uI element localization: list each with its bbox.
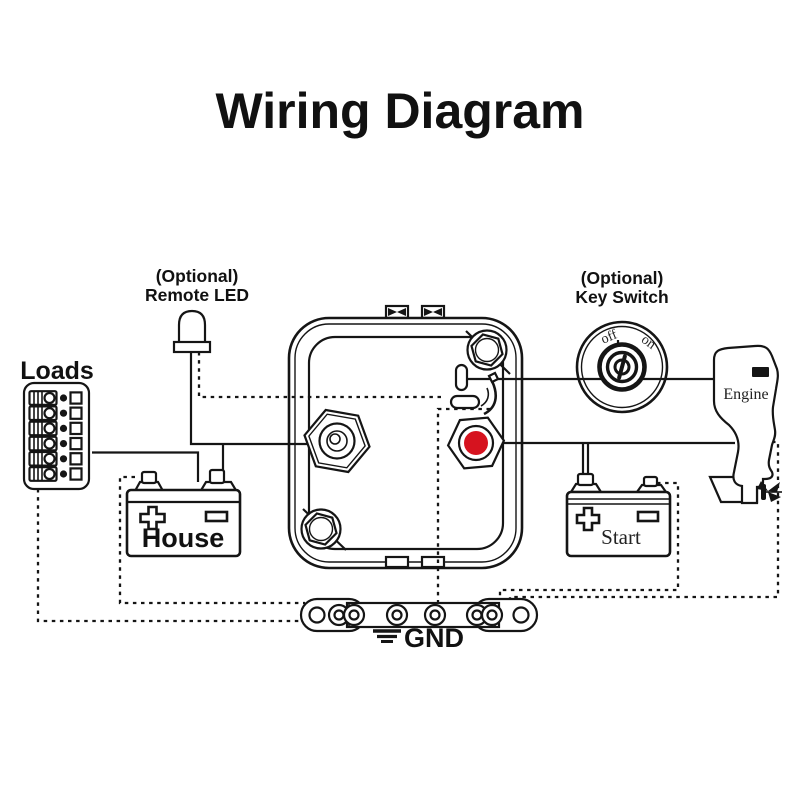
- mount-hole: [512, 606, 530, 624]
- key-switch-label: Key Switch: [575, 287, 668, 307]
- remote-led-label-optional: (Optional): [156, 266, 239, 286]
- engine-body: [712, 344, 779, 505]
- mount-hole: [308, 606, 326, 624]
- key-switch-off-label: off: [599, 327, 620, 347]
- wire-led-to-switch-stud: [189, 352, 339, 446]
- minus-symbol: [636, 510, 660, 523]
- fuse-row: [28, 435, 83, 452]
- red-button: [464, 431, 488, 455]
- fuse-row: [28, 405, 83, 422]
- led-indicator-slot: [454, 363, 469, 392]
- loads-fuse-rows: [28, 390, 83, 482]
- key-switch: (Optional) Key Switch off on: [575, 268, 669, 414]
- bus-bar-terminals: [327, 603, 504, 627]
- key-switch-cylinder: [597, 342, 647, 392]
- dashed-start-to-gnd: [498, 481, 680, 601]
- key-switch-bezel: [575, 320, 669, 414]
- engine-label: Engine: [723, 386, 768, 403]
- engine-outboard: Engine: [708, 344, 782, 505]
- gnd-label: GND: [404, 623, 464, 653]
- fuse-row: [28, 466, 83, 482]
- plus-symbol: [575, 506, 601, 532]
- wires-solid: [92, 352, 735, 482]
- switch-stud-terminal: [303, 408, 371, 474]
- minus-symbol: [204, 510, 229, 523]
- connector-slot: [449, 394, 481, 410]
- house-label: House: [142, 523, 225, 553]
- engine-vent-icon: [752, 367, 769, 377]
- dashed-loads-to-gnd: [36, 489, 301, 623]
- wire-loads-to-house: [92, 451, 200, 482]
- fuse-row: [28, 420, 83, 437]
- red-terminal: [446, 416, 506, 470]
- start-battery: Start: [565, 472, 672, 558]
- ground-bus-bar: GND: [299, 597, 539, 653]
- loads-label: Loads: [20, 357, 94, 385]
- start-label: Start: [601, 525, 641, 549]
- device-corner-bolt-bottom-left: [300, 508, 342, 550]
- loads-block: Loads: [20, 357, 94, 491]
- wire-branch-to-start-post: [581, 443, 590, 474]
- connector-arc-icon: [480, 371, 500, 416]
- led-icon: [172, 309, 212, 354]
- house-battery: House: [125, 468, 242, 558]
- device-top-tabs: [384, 304, 446, 320]
- device-bottom-tabs: [384, 555, 446, 569]
- key-switch-label-optional: (Optional): [581, 268, 664, 288]
- page-title: Wiring Diagram: [215, 83, 584, 139]
- device-corner-bolt-top-right: [466, 329, 508, 371]
- ground-symbol-icon: [373, 629, 401, 643]
- remote-led-label: Remote LED: [145, 285, 249, 305]
- propeller-icon: [757, 481, 782, 502]
- fuse-row: [28, 390, 83, 406]
- remote-led: (Optional) Remote LED: [145, 266, 249, 354]
- device-terminals: [303, 363, 506, 474]
- plus-symbol: [139, 505, 166, 531]
- fuse-row: [28, 450, 83, 467]
